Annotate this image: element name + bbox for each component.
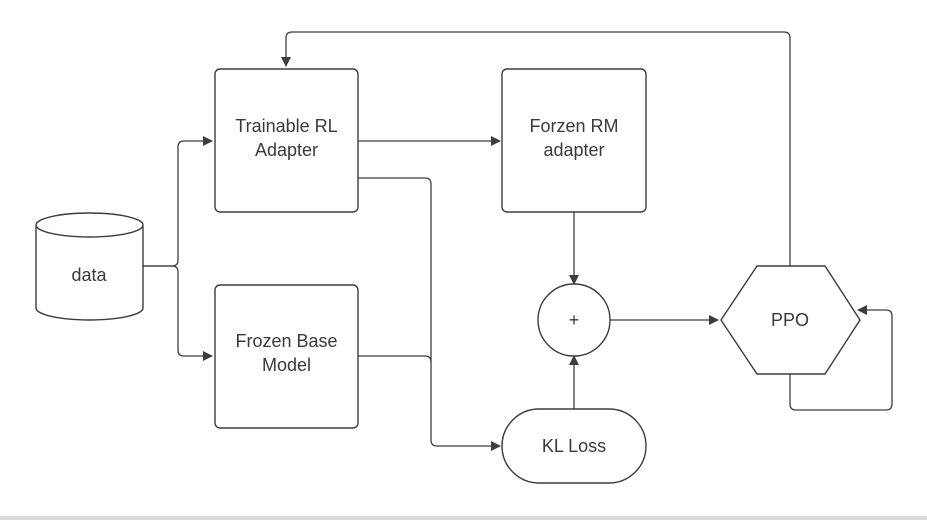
edge-frozen-base-to-kl-loss	[358, 355, 432, 363]
ppo-label: PPO	[771, 310, 809, 330]
frozen-base-label-line-1: Frozen Base	[235, 331, 337, 351]
data-label: data	[71, 265, 107, 285]
edge-ppo-to-trainable-rl	[281, 31, 791, 266]
edges	[143, 31, 893, 451]
node-frozen-base-model: Frozen Base Model	[214, 284, 359, 429]
frozen-base-label-line-2: Model	[262, 355, 311, 375]
frozen-rm-box	[501, 68, 647, 213]
data-cylinder-shape	[35, 212, 144, 321]
node-trainable-rl-adapter: Trainable RL Adapter	[214, 68, 359, 213]
trainable-rl-label-line-1: Trainable RL	[235, 116, 337, 136]
trainable-rl-label-line-2: Adapter	[255, 140, 318, 160]
node-frozen-rm-adapter: Forzen RM adapter	[501, 68, 647, 213]
edge-data-to-frozen-base	[143, 265, 213, 361]
kl-loss-stadium	[501, 408, 647, 484]
bottom-divider	[0, 516, 927, 520]
edge-data-to-trainable-rl	[143, 136, 213, 267]
edge-ppo-self-loop	[789, 305, 893, 411]
node-ppo: PPO	[720, 265, 861, 375]
ppo-hexagon	[720, 265, 861, 375]
node-data: data	[35, 212, 144, 321]
edge-trainable-rl-to-kl-loss	[358, 177, 501, 451]
sum-circle	[537, 283, 611, 357]
node-sum: +	[537, 283, 611, 357]
kl-loss-label: KL Loss	[542, 436, 606, 456]
sum-label: +	[569, 310, 580, 330]
frozen-rm-label-line-2: adapter	[543, 140, 604, 160]
frozen-base-box	[214, 284, 359, 429]
trainable-rl-box	[214, 68, 359, 213]
node-kl-loss: KL Loss	[501, 408, 647, 484]
frozen-rm-label-line-1: Forzen RM	[529, 116, 618, 136]
